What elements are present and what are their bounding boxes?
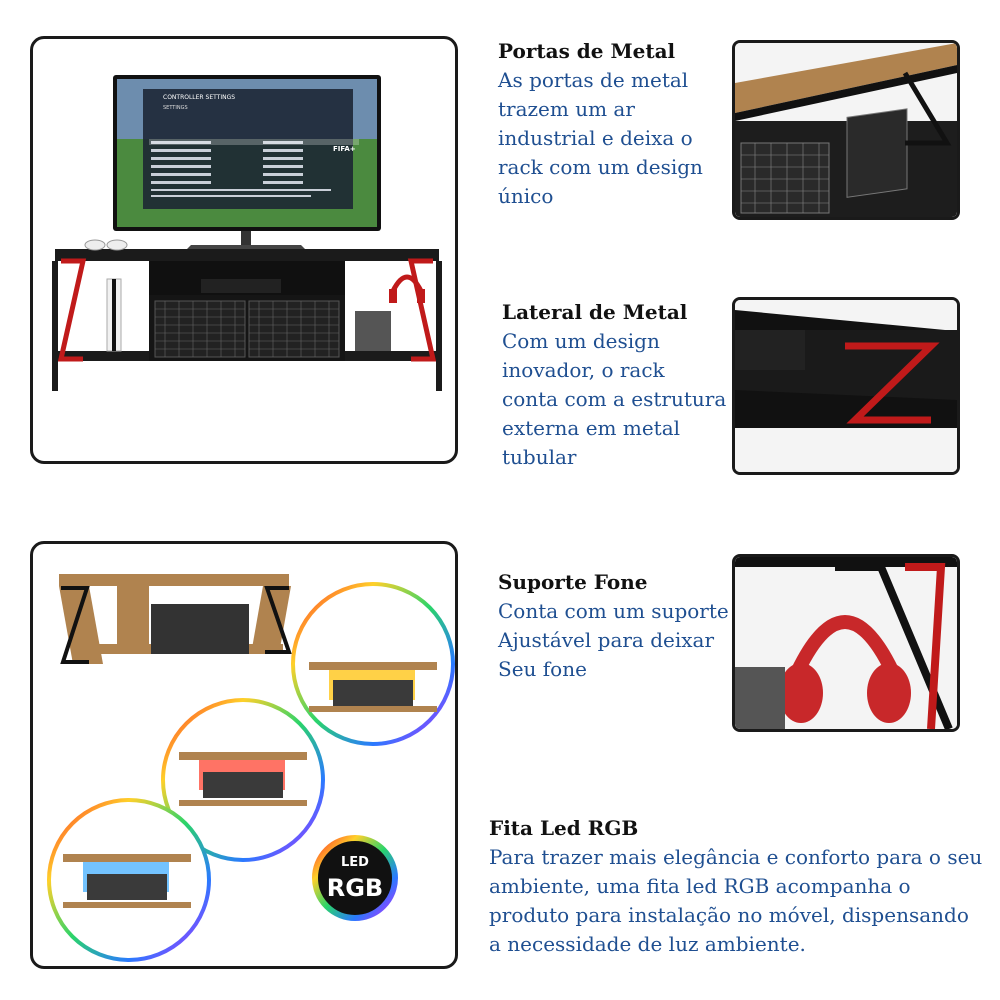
feature-text-line: Para trazer mais elegância e conforto pa… [489, 845, 983, 869]
tv-screen-heading: CONTROLLER SETTINGS [163, 94, 235, 101]
wood-rack-large [59, 574, 292, 664]
main-product-panel: CONTROLLER SETTINGS SETTINGS FIFA+ [30, 36, 458, 464]
feature-text-line: Ajustável para deixar [498, 628, 715, 652]
led-badge-line2: RGB [327, 874, 383, 902]
feature-fita-led-rgb: Fita Led RGB Para trazer mais elegância … [489, 815, 982, 959]
feature-lateral-de-metal: Lateral de Metal Com um design inovador,… [502, 299, 726, 472]
feature-text-line: Conta com um suporte [498, 599, 729, 623]
feature-text-line: tubular [502, 445, 577, 469]
feature-title: Lateral de Metal [502, 300, 688, 324]
tv-rack [52, 239, 442, 391]
feature-text-line: rack com um design [498, 155, 703, 179]
headphone-holder-photo [732, 554, 960, 732]
tv-screen-brand: FIFA+ [333, 145, 356, 153]
feature-text-line: Com um design [502, 329, 660, 353]
feature-suporte-fone: Suporte Fone Conta com um suporte Ajustá… [498, 569, 729, 684]
feature-text-line: conta com a estrutura [502, 387, 727, 411]
feature-title: Suporte Fone [498, 570, 648, 594]
rgb-variations-panel: LED RGB [30, 541, 458, 969]
feature-text-line: inovador, o rack [502, 358, 665, 382]
feature-text-line: trazem um ar [498, 97, 635, 121]
feature-text-line: externa em metal [502, 416, 681, 440]
feature-text-line: industrial e deixa o [498, 126, 693, 150]
tv-screen-subheading: SETTINGS [163, 105, 188, 111]
metal-side-photo [732, 297, 960, 475]
feature-text-line: As portas de metal [498, 68, 689, 92]
rgb-variations-illustration: LED RGB [47, 574, 455, 962]
feature-title: Portas de Metal [498, 39, 676, 63]
feature-text-line: ambiente, uma fita led RGB acompanha o [489, 874, 911, 898]
feature-text-line: único [498, 184, 554, 208]
metal-doors-photo [732, 40, 960, 220]
television: CONTROLLER SETTINGS SETTINGS FIFA+ [113, 75, 381, 253]
feature-portas-de-metal: Portas de Metal As portas de metal traze… [498, 38, 703, 211]
led-badge-line1: LED [341, 855, 369, 870]
tv-rack-illustration: CONTROLLER SETTINGS SETTINGS FIFA+ [52, 75, 442, 391]
feature-text-line: Seu fone [498, 657, 587, 681]
led-rgb-badge: LED RGB [312, 835, 398, 921]
headphone-holder-image [735, 557, 957, 729]
feature-text-line: produto para instalação no móvel, dispen… [489, 903, 969, 927]
feature-text-line: a necessidade de luz ambiente. [489, 932, 806, 956]
metal-side-image [735, 300, 957, 472]
metal-doors-image [735, 43, 957, 217]
feature-title: Fita Led RGB [489, 816, 639, 840]
